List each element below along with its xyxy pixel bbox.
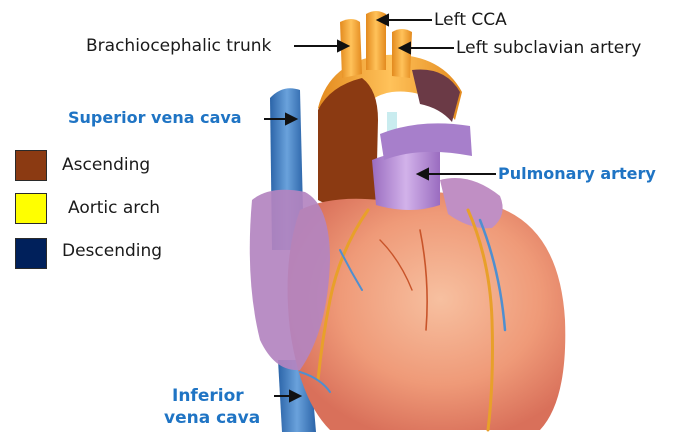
label-brachiocephalic-trunk: Brachiocephalic trunk: [86, 36, 271, 56]
legend-swatch-ascending: [15, 150, 47, 181]
legend-swatch-descending: [15, 238, 47, 269]
legend-label-ascending: Ascending: [62, 155, 150, 175]
legend-label-descending: Descending: [62, 241, 162, 261]
legend-label-aortic-arch: Aortic arch: [68, 198, 160, 218]
arrow-brachiocephalic-trunk: [294, 41, 348, 51]
label-left-subclavian-artery: Left subclavian artery: [456, 38, 641, 58]
label-inferior-vena-cava-line2: vena cava: [164, 408, 260, 428]
label-superior-vena-cava: Superior vena cava: [68, 108, 242, 128]
legend-swatch-aortic-arch: [15, 193, 47, 224]
label-inferior-vena-cava-line1: Inferior: [172, 386, 244, 406]
pulmonary-trunk-vessel: [372, 151, 440, 210]
arrow-left-subclavian: [400, 43, 454, 53]
label-left-cca: Left CCA: [434, 10, 507, 30]
arrow-left-cca: [378, 15, 432, 25]
ascending-aorta-vessel: [318, 78, 378, 209]
descending-aorta-segment: [412, 69, 460, 122]
label-pulmonary-artery: Pulmonary artery: [498, 164, 656, 184]
